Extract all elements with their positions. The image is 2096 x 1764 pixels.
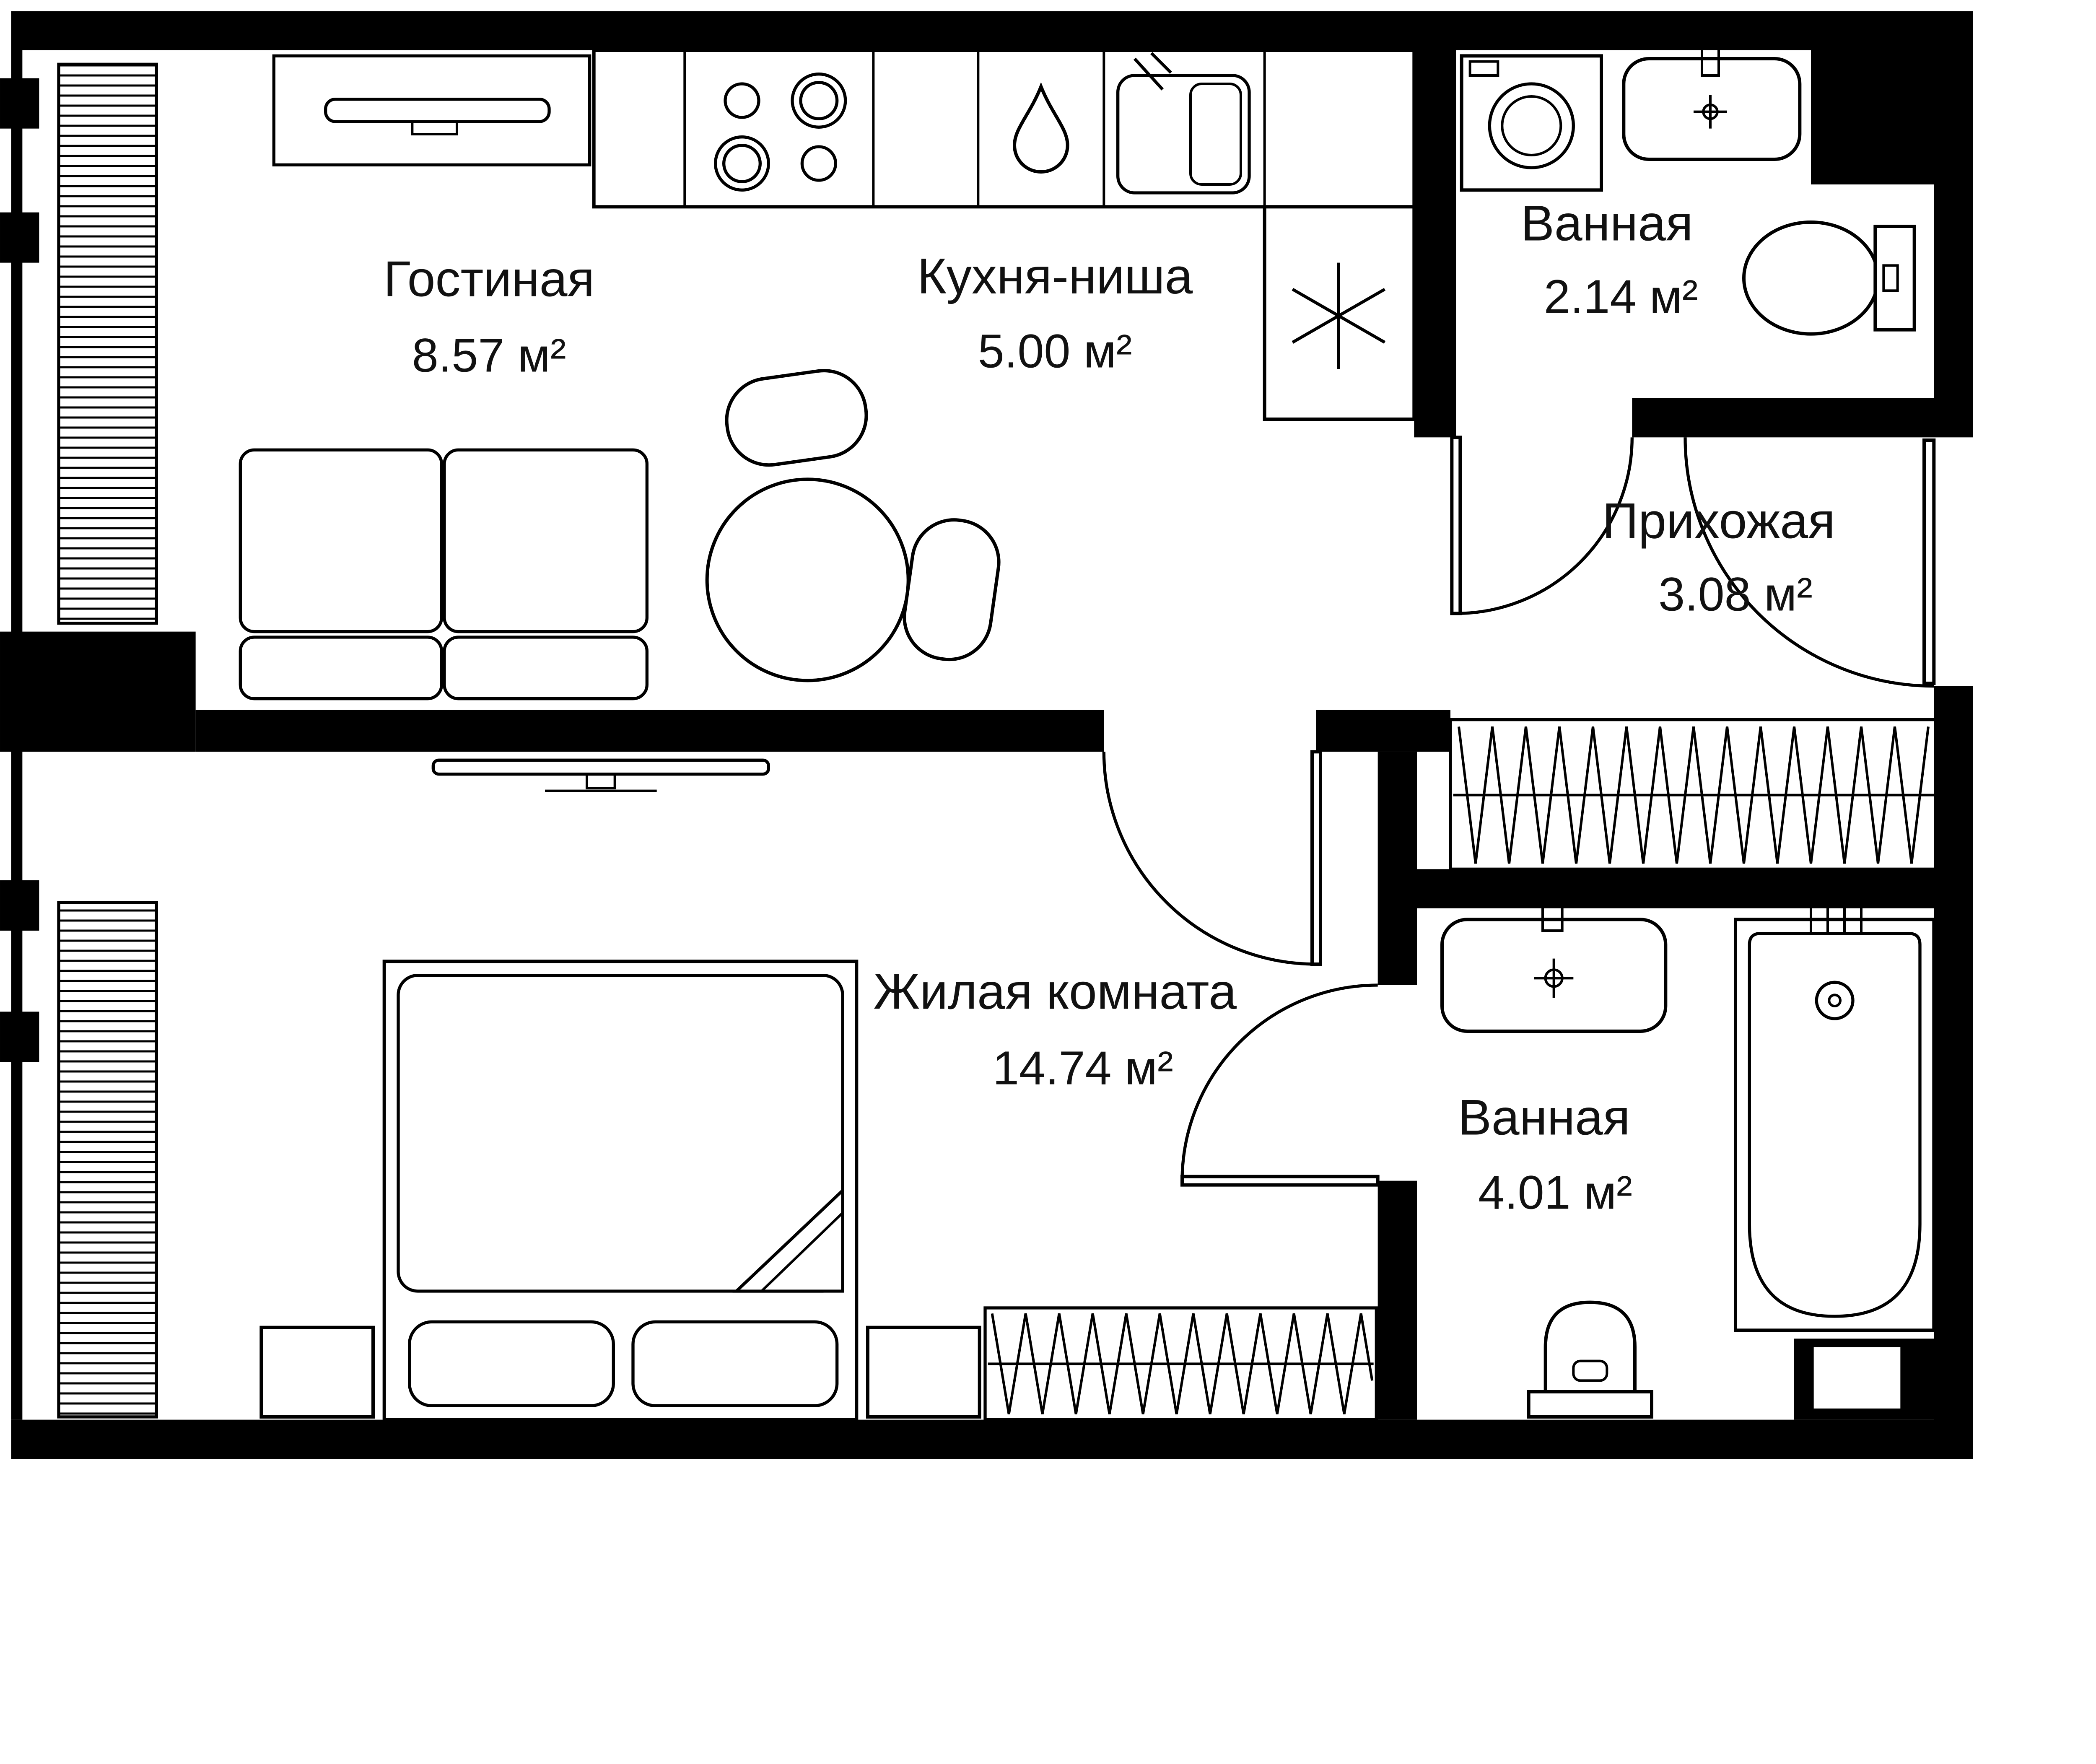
entrance-door-arc <box>1684 437 1934 688</box>
windows <box>57 62 158 1419</box>
room-label-hallway: Прихожая 3.08 м² <box>1602 493 1835 621</box>
wall-left-stub-1 <box>0 78 39 129</box>
kitchen-fixtures <box>592 48 1416 421</box>
kitchen-sink <box>1116 52 1251 195</box>
floor-plan-svg: Гостиная 8.57 м² Кухня-ниша 5.00 м² Ванн… <box>0 11 1973 1459</box>
wall-right-upper <box>1934 184 1973 438</box>
tv <box>324 97 551 123</box>
window-living-room <box>57 62 158 625</box>
room-label-bedroom: Жилая комната 14.74 м² <box>873 964 1237 1095</box>
wall-bedroom-bath-upper <box>1377 752 1417 985</box>
bathtub-drain <box>1815 981 1855 1020</box>
water-drop-icon <box>1013 82 1069 174</box>
dining-table <box>705 477 910 682</box>
bathroom-bottom-door-leaf <box>1180 1175 1380 1187</box>
wall-top <box>11 11 1973 50</box>
room-name: Ванная <box>1458 1090 1630 1146</box>
bedroom-tv <box>431 758 770 792</box>
dining-chair-right <box>903 518 1001 662</box>
toilet-bottom <box>1527 1300 1653 1419</box>
pillow-right <box>631 1320 839 1407</box>
hallway-wardrobe <box>1449 718 1944 871</box>
wall-left-stub-4 <box>0 1012 39 1062</box>
room-area: 4.01 м² <box>1478 1166 1632 1219</box>
wall-left-stub-3 <box>0 880 39 931</box>
bedroom-wardrobe <box>983 1306 1378 1422</box>
room-labels: Гостиная 8.57 м² Кухня-ниша 5.00 м² Ванн… <box>384 195 1835 1219</box>
bathroom-bottom-fixtures <box>1440 901 1936 1419</box>
bedroom-door-arc <box>1102 752 1317 966</box>
room-label-bathroom-top: Ванная 2.14 м² <box>1521 195 1698 323</box>
bed <box>382 960 859 1422</box>
living-room-furniture <box>239 54 1001 700</box>
room-area: 2.14 м² <box>1544 270 1698 324</box>
wall-right-lower <box>1934 686 1973 1459</box>
bathroom-top-door-arc <box>1456 437 1634 615</box>
nightstand-right <box>866 1326 981 1419</box>
tv-console <box>272 54 591 166</box>
nightstand-left <box>259 1326 375 1419</box>
room-name: Жилая комната <box>873 964 1237 1020</box>
pillow-left <box>408 1320 615 1407</box>
shaft-niche <box>1813 1347 1901 1409</box>
room-name: Гостиная <box>384 251 595 307</box>
stove <box>714 72 847 192</box>
wall-stub-bedroom-door <box>1316 710 1450 752</box>
toilet-top <box>1742 220 1916 336</box>
room-area: 5.00 м² <box>978 325 1132 378</box>
wall-left-middle-block <box>0 631 196 752</box>
apartment-floor-plan: Гостиная 8.57 м² Кухня-ниша 5.00 м² Ванн… <box>0 11 1973 1459</box>
dining-chair-top <box>725 369 868 467</box>
wall-corner-block-top-right <box>1811 11 1973 184</box>
fridge <box>1263 205 1416 421</box>
bathroom-bottom-sink <box>1440 904 1668 1033</box>
room-name: Ванная <box>1521 195 1693 251</box>
hanger-hatch <box>1458 726 1930 864</box>
entrance-door-leaf <box>1922 438 1936 685</box>
bathroom-top-sink <box>1622 46 1802 161</box>
room-label-kitchen: Кухня-ниша 5.00 м² <box>917 248 1193 378</box>
bathtub-faucet <box>1809 901 1829 935</box>
tv-mount <box>411 120 459 135</box>
bathtub <box>1733 901 1936 1332</box>
bedroom-door-leaf <box>1310 750 1322 966</box>
wall-left-stub-2 <box>0 212 39 263</box>
walls <box>0 11 1973 1459</box>
wall-bathroom-hallway <box>1632 398 1934 438</box>
doors <box>1102 436 1936 1187</box>
room-area: 14.74 м² <box>993 1042 1173 1095</box>
sofa <box>239 448 649 700</box>
blanket-fold <box>732 1187 844 1293</box>
room-area: 8.57 м² <box>412 329 566 382</box>
kitchen-counter <box>592 48 1416 209</box>
room-area: 3.08 м² <box>1658 568 1813 621</box>
room-name: Кухня-ниша <box>917 248 1193 304</box>
wall-bedroom-bath-lower <box>1377 1180 1417 1420</box>
bathroom-top-fixtures <box>1460 46 1916 336</box>
washing-machine <box>1460 54 1603 192</box>
bathroom-bottom-door-arc <box>1180 983 1378 1181</box>
wall-bottom <box>11 1419 1973 1459</box>
room-name: Прихожая <box>1602 493 1835 549</box>
wall-living-bedroom <box>195 710 1104 752</box>
room-label-living: Гостиная 8.57 м² <box>384 251 595 382</box>
bedroom-furniture <box>259 758 1378 1422</box>
bathroom-top-door-leaf <box>1450 436 1462 615</box>
bathtub-faucet <box>1843 901 1863 935</box>
window-bedroom <box>57 901 158 1419</box>
room-label-bathroom-bottom: Ванная 4.01 м² <box>1458 1090 1632 1219</box>
wall-kitchen-bathroom <box>1414 50 1456 438</box>
mattress <box>397 973 844 1293</box>
